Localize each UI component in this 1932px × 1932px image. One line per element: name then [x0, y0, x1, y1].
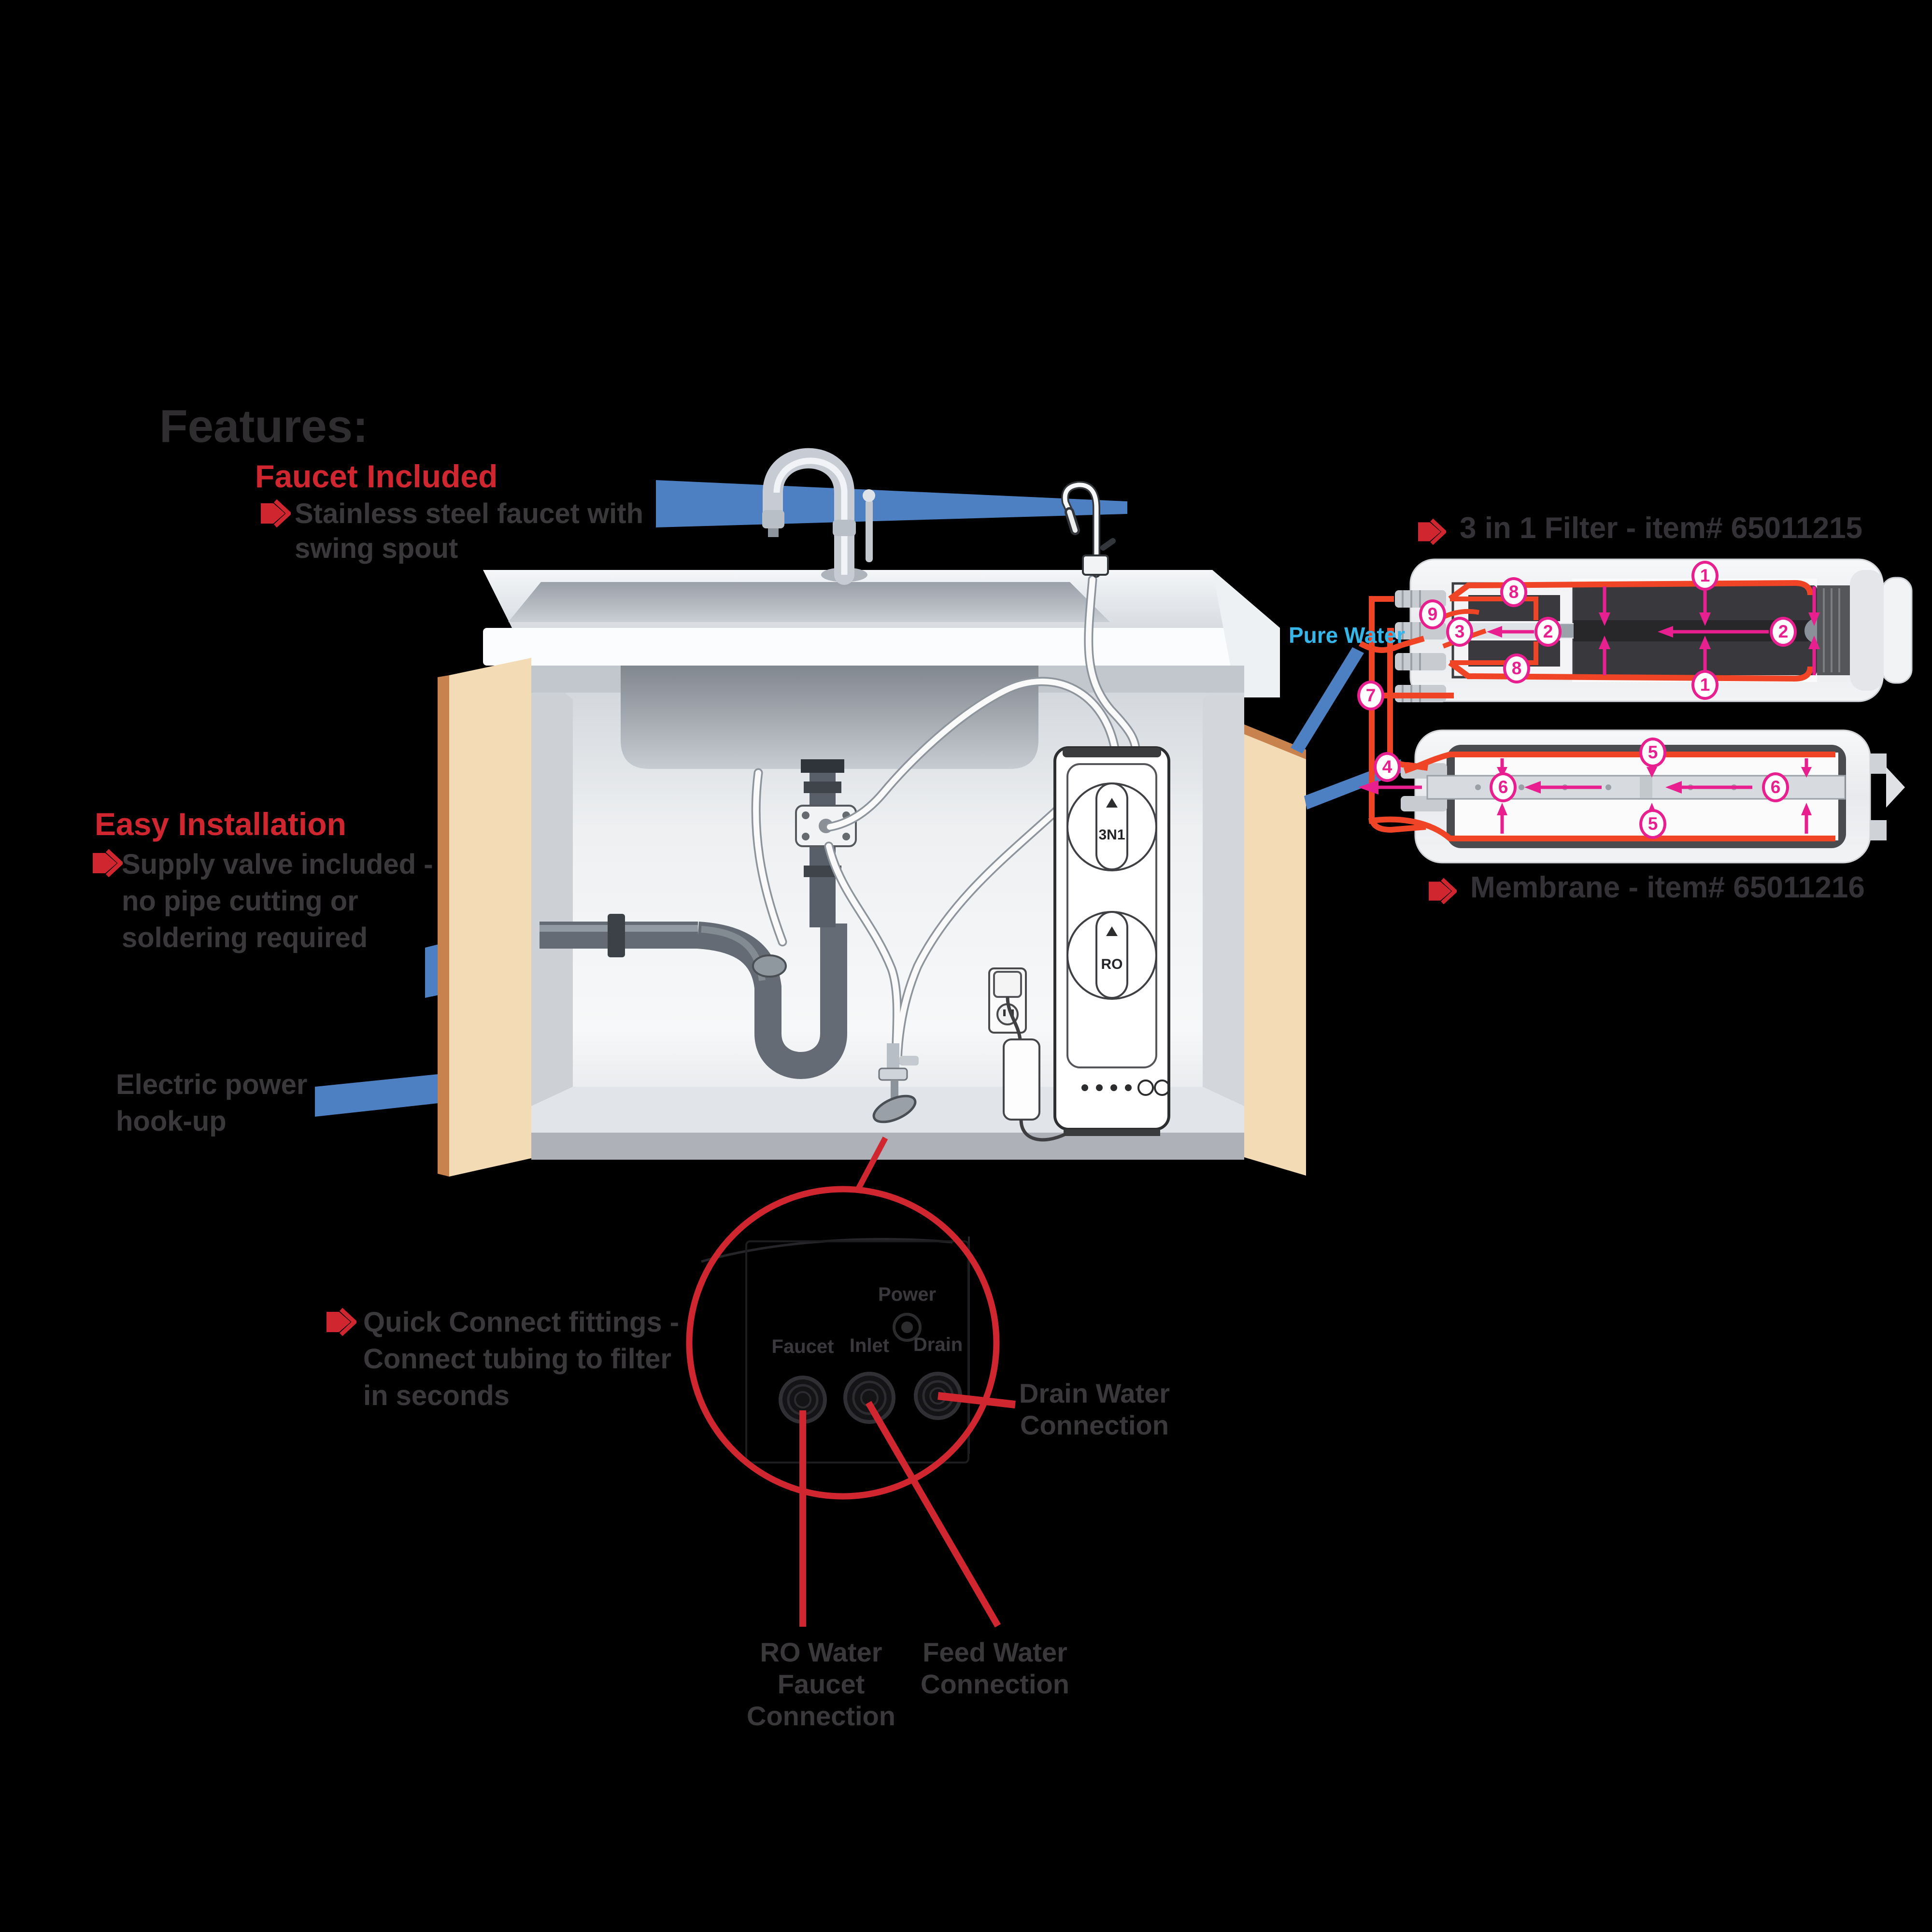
- flow-badge: 6: [1490, 772, 1517, 802]
- blue-arrow-banner-power: [315, 942, 448, 1117]
- power-label: Power: [878, 1284, 937, 1305]
- flow-badge: 6: [1762, 772, 1789, 802]
- left-cabinet-door: [438, 658, 531, 1177]
- countertop: [483, 570, 1280, 697]
- blue-arrow-banner-purewater: [1291, 647, 1404, 810]
- ro-unit: [1053, 746, 1170, 1136]
- flow-badge: 9: [1419, 599, 1446, 629]
- feed-connection-label: Feed Water Connection: [921, 1637, 1069, 1699]
- ro-faucet: [1061, 481, 1116, 578]
- quick-connect-fittings: [779, 1372, 962, 1424]
- pure-water-label: Pure Water: [1289, 623, 1406, 648]
- membrane-cutaway: [1368, 729, 1905, 864]
- right-cabinet-door: [1244, 724, 1306, 1176]
- feature-installation-text: Supply valve included - no pipe cutting …: [122, 849, 433, 953]
- sink-basin: [621, 666, 1038, 769]
- feature-faucet-text: Stainless steel faucet with swing spout: [295, 498, 644, 564]
- port-label-faucet: Faucet: [771, 1336, 834, 1357]
- flow-badge: 7: [1357, 681, 1384, 710]
- flow-badge: 3: [1446, 617, 1473, 647]
- arrow-icon: [93, 848, 123, 878]
- flow-badge: 5: [1639, 809, 1666, 839]
- flow-badge: 1: [1691, 670, 1719, 700]
- magnifier-circle-and-callouts: [686, 1136, 1016, 1628]
- arrow-icon: [327, 1307, 356, 1337]
- arrow-icon: [261, 498, 291, 528]
- feature-faucet-header: Faucet Included: [255, 458, 498, 494]
- drain-pipe-assembly: [540, 759, 847, 1079]
- main-faucet: [762, 448, 875, 585]
- flow-badge: 2: [1534, 617, 1562, 647]
- port-label-inlet: Inlet: [849, 1335, 890, 1356]
- port-label-drain: Drain: [913, 1334, 963, 1355]
- flow-badge: 8: [1500, 577, 1527, 607]
- flow-badge: 5: [1639, 738, 1666, 767]
- magnifier-detail: [686, 1136, 1016, 1628]
- blue-arrow-banner-faucet: [656, 480, 1127, 527]
- cartridge-label-ro: RO: [1101, 956, 1123, 972]
- feature-quick-connect-text: Quick Connect fittings - Connect tubing …: [363, 1307, 680, 1411]
- flow-badge: 8: [1503, 653, 1530, 683]
- feature-installation-header: Easy Installation: [95, 806, 346, 842]
- filter-title: 3 in 1 Filter - item# 65011215: [1460, 511, 1863, 545]
- features-title: Features:: [159, 400, 369, 452]
- drain-connection-label: Drain Water Connection: [1019, 1378, 1170, 1440]
- flow-badge: 1: [1691, 561, 1719, 591]
- arrow-icon: [1429, 877, 1459, 907]
- power-outlet: [988, 967, 1027, 1040]
- tubing: [751, 575, 1141, 1065]
- power-adapter-brick: [1003, 1038, 1066, 1142]
- arrow-icon: [1418, 518, 1448, 548]
- flow-badge: 4: [1374, 752, 1401, 782]
- cartridge-label-3n1: 3N1: [1098, 827, 1125, 843]
- membrane-title: Membrane - item# 65011216: [1470, 871, 1865, 904]
- flow-badge: 2: [1770, 617, 1797, 647]
- feature-power-text: Electric power hook-up: [116, 1069, 308, 1137]
- ro-connection-label: RO Water Faucet Connection: [747, 1637, 895, 1731]
- supply-valve: [872, 1043, 919, 1123]
